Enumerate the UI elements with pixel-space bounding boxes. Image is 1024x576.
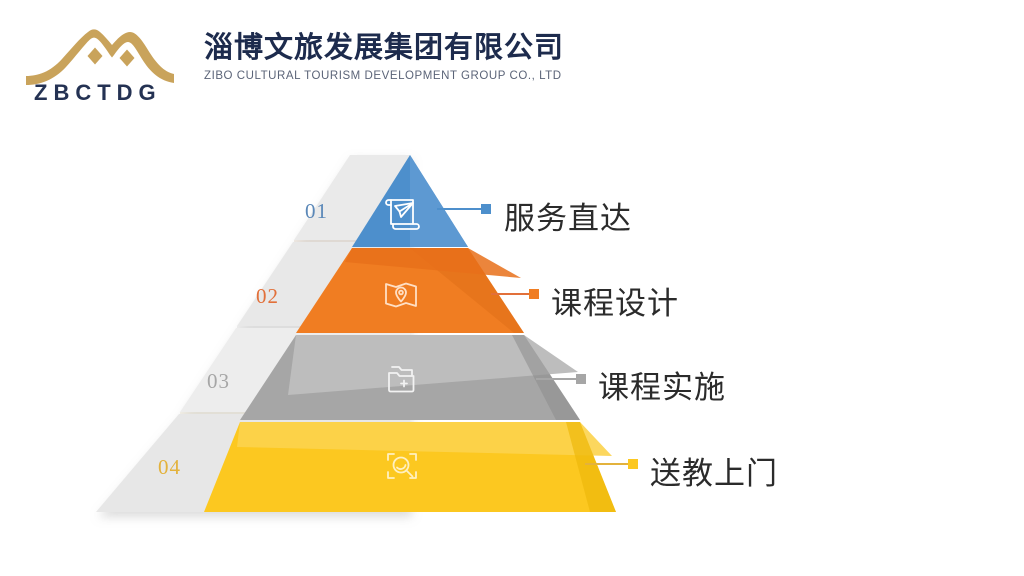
company-logo-mark: ZBCTDG [24, 26, 176, 108]
connector-4-marker [628, 459, 638, 469]
connector-1-marker [481, 204, 491, 214]
map-location-pin-icon [385, 282, 417, 308]
connector-3-marker [576, 374, 586, 384]
tier-number-01: 01 [305, 199, 328, 223]
tier-label-1[interactable]: 服务直达 [504, 201, 632, 236]
pyramid-tier-2[interactable] [296, 248, 524, 333]
tier-3-shade [512, 335, 580, 420]
tier-4-shade [566, 422, 616, 512]
scroll-paper-plane-icon [385, 199, 420, 230]
connector-2 [491, 289, 539, 299]
connector-1 [437, 204, 491, 214]
tier-number-03: 03 [207, 369, 230, 393]
connector-3 [536, 374, 586, 384]
tier-4-band [237, 422, 612, 456]
brand-header: ZBCTDG 淄博文旅发展集团有限公司 ZIBO CULTURAL TOURIS… [24, 26, 564, 108]
tier-1-highlight [410, 155, 468, 247]
tier-2-band [345, 248, 521, 278]
tier-label-4[interactable]: 送教上门 [650, 456, 778, 491]
pyramid-tier-1[interactable] [352, 155, 468, 247]
tier-number-02: 02 [256, 284, 279, 308]
tier-label-3[interactable]: 课程实施 [598, 370, 726, 405]
mountain-diamond-logo-icon [26, 29, 174, 85]
connector-4 [585, 459, 638, 469]
search-frame-icon [387, 453, 417, 479]
connector-2-marker [529, 289, 539, 299]
company-name-en: ZIBO CULTURAL TOURISM DEVELOPMENT GROUP … [204, 70, 562, 83]
tier-number-04: 04 [158, 455, 181, 479]
tier-3-band [288, 335, 578, 395]
logo-wordmark: ZBCTDG [34, 80, 162, 105]
pyramid-tier-3[interactable] [240, 335, 580, 420]
tier-label-2[interactable]: 课程设计 [551, 286, 679, 321]
pyramid-tier-4[interactable] [204, 422, 616, 512]
company-name-cn: 淄博文旅发展集团有限公司 [204, 32, 565, 64]
company-name-block: 淄博文旅发展集团有限公司 ZIBO CULTURAL TOURISM DEVEL… [204, 26, 564, 82]
folder-plus-icon [388, 366, 415, 393]
